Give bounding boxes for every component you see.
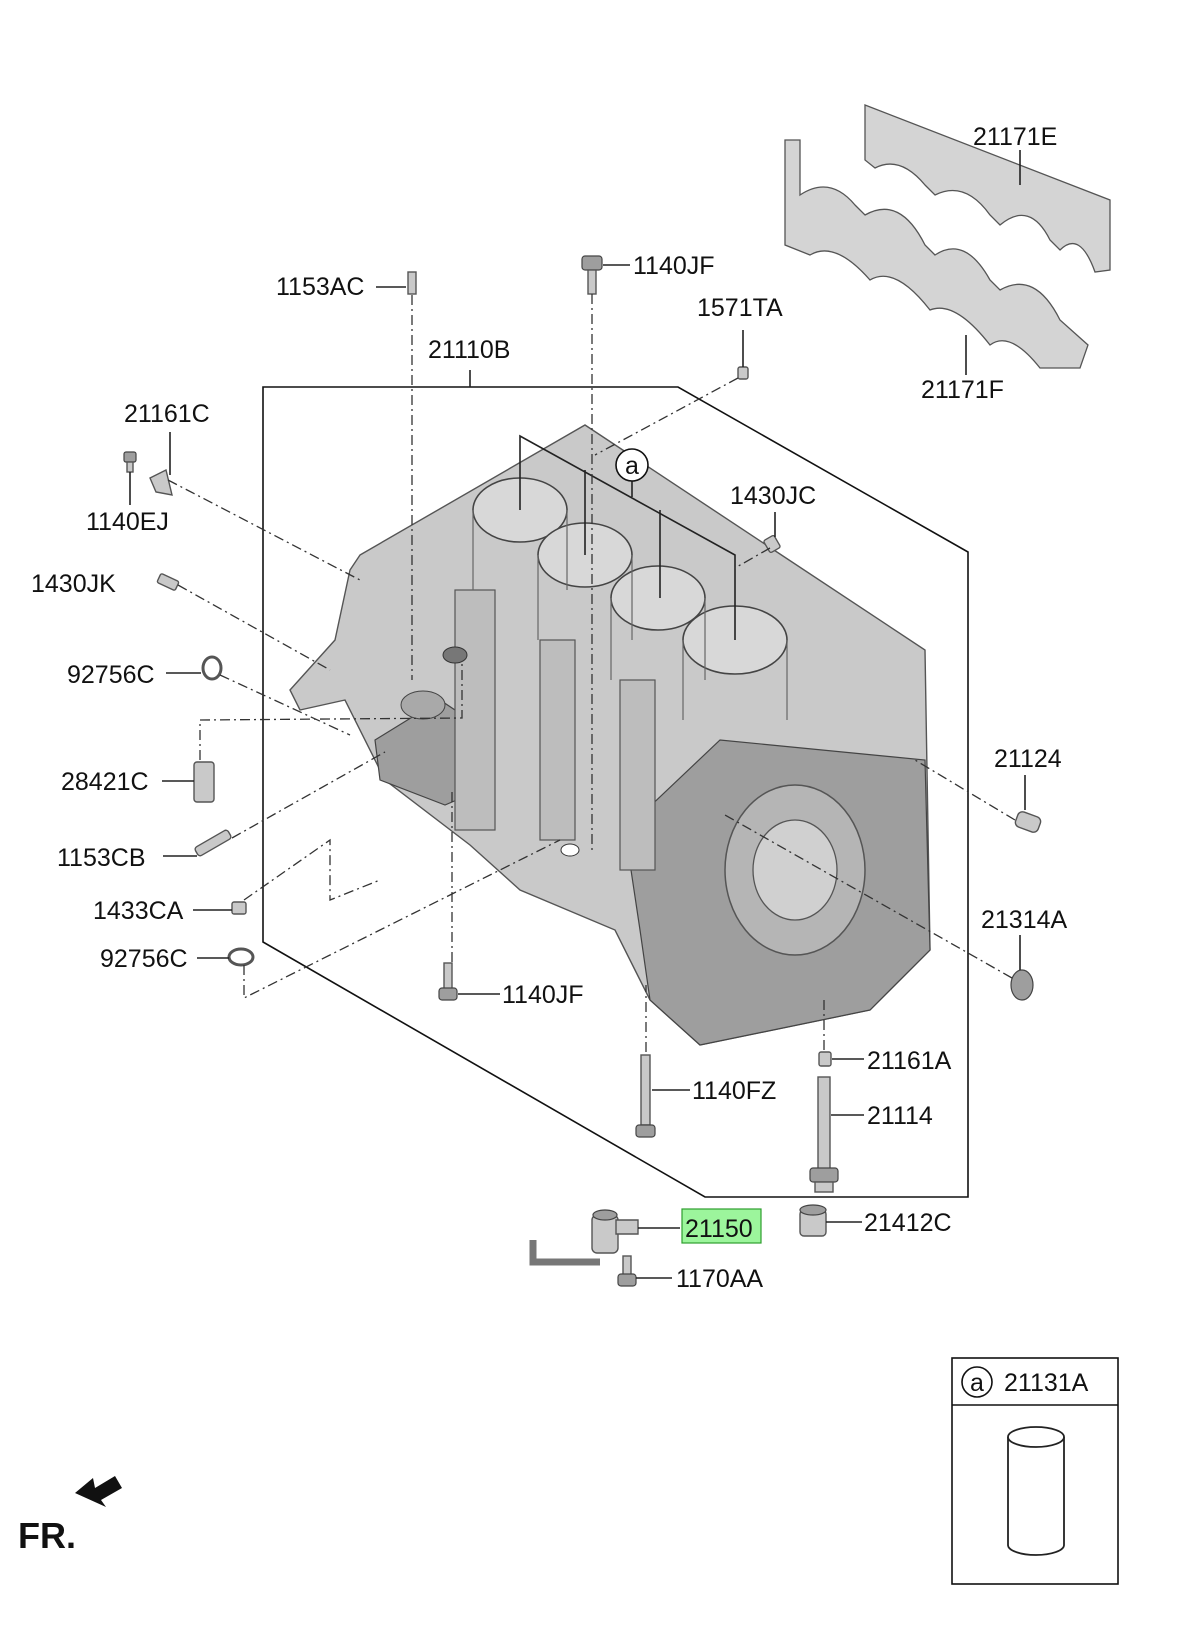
oil-jet-21150	[529, 1209, 639, 1266]
pin-1430jc	[763, 534, 781, 554]
bearing-upper	[864, 104, 1111, 273]
plug-1433ca	[231, 901, 247, 915]
label-92756c-top[interactable]: 92756C	[67, 661, 155, 689]
highlight-21150	[681, 1208, 762, 1244]
plug-1571ta	[737, 366, 749, 380]
bolt-1140jf-bottom	[438, 962, 458, 1001]
label-1140fz[interactable]: 1140FZ	[692, 1077, 776, 1105]
pin-1430jk	[156, 573, 180, 591]
front-label: FR.	[18, 1515, 76, 1556]
label-92756c-bottom[interactable]: 92756C	[100, 945, 188, 973]
bracket-21161c	[149, 468, 173, 496]
plug-28421c	[193, 761, 215, 803]
callout-a: a	[625, 452, 639, 480]
label-1170aa[interactable]: 1170AA	[676, 1265, 763, 1293]
bolt-1170aa	[617, 1255, 637, 1287]
oring-92756c-bottom	[227, 947, 255, 967]
label-21171f[interactable]: 21171F	[921, 376, 1004, 404]
pin-1153cb	[194, 829, 232, 857]
label-1433ca[interactable]: 1433CA	[93, 897, 184, 925]
plug-21314a	[1010, 969, 1034, 1001]
label-1153ac[interactable]: 1153AC	[276, 273, 365, 301]
bush-21412c	[799, 1204, 827, 1237]
label-21114[interactable]: 21114	[867, 1102, 933, 1130]
pin-21124	[1014, 811, 1042, 833]
bearing-lower	[784, 139, 1089, 369]
label-21131a[interactable]: 21131A	[1004, 1369, 1089, 1397]
cylinder-sleeve-21131a	[1007, 1426, 1065, 1556]
label-28421c[interactable]: 28421C	[61, 768, 149, 796]
oring-92756c-top	[201, 655, 223, 681]
front-direction-indicator: FR.	[18, 1476, 122, 1556]
bolt-1140ej	[123, 451, 137, 473]
label-1140jf-bottom[interactable]: 1140JF	[502, 981, 584, 1009]
bolt-1140jf-top	[581, 255, 603, 295]
legend-callout-a: a	[970, 1369, 984, 1397]
label-21110b[interactable]: 21110B	[428, 336, 510, 364]
dowel-pin-1153ac	[407, 271, 417, 295]
dowel-21161a	[818, 1051, 832, 1067]
label-21314a[interactable]: 21314A	[981, 906, 1068, 934]
bolt-1140fz	[635, 1054, 656, 1138]
label-1571ta[interactable]: 1571TA	[697, 294, 783, 322]
label-1430jk[interactable]: 1430JK	[31, 570, 116, 598]
label-1430jc[interactable]: 1430JC	[730, 482, 816, 510]
front-arrow-icon	[75, 1476, 122, 1507]
assembly-frame	[262, 386, 969, 1198]
label-21412c[interactable]: 21412C	[864, 1209, 952, 1237]
label-21171e[interactable]: 21171E	[973, 123, 1057, 151]
label-1140ej[interactable]: 1140EJ	[86, 508, 169, 536]
bolt-21114	[809, 1076, 839, 1193]
label-1140jf-top[interactable]: 1140JF	[633, 252, 715, 280]
label-1153cb[interactable]: 1153CB	[57, 844, 146, 872]
label-21150[interactable]: 21150	[685, 1215, 753, 1243]
legend-box: a 21131A	[951, 1357, 1119, 1585]
label-21124[interactable]: 21124	[994, 745, 1062, 773]
label-21161c[interactable]: 21161C	[124, 400, 210, 428]
label-21161a[interactable]: 21161A	[867, 1047, 952, 1075]
engine-block	[289, 424, 931, 1046]
